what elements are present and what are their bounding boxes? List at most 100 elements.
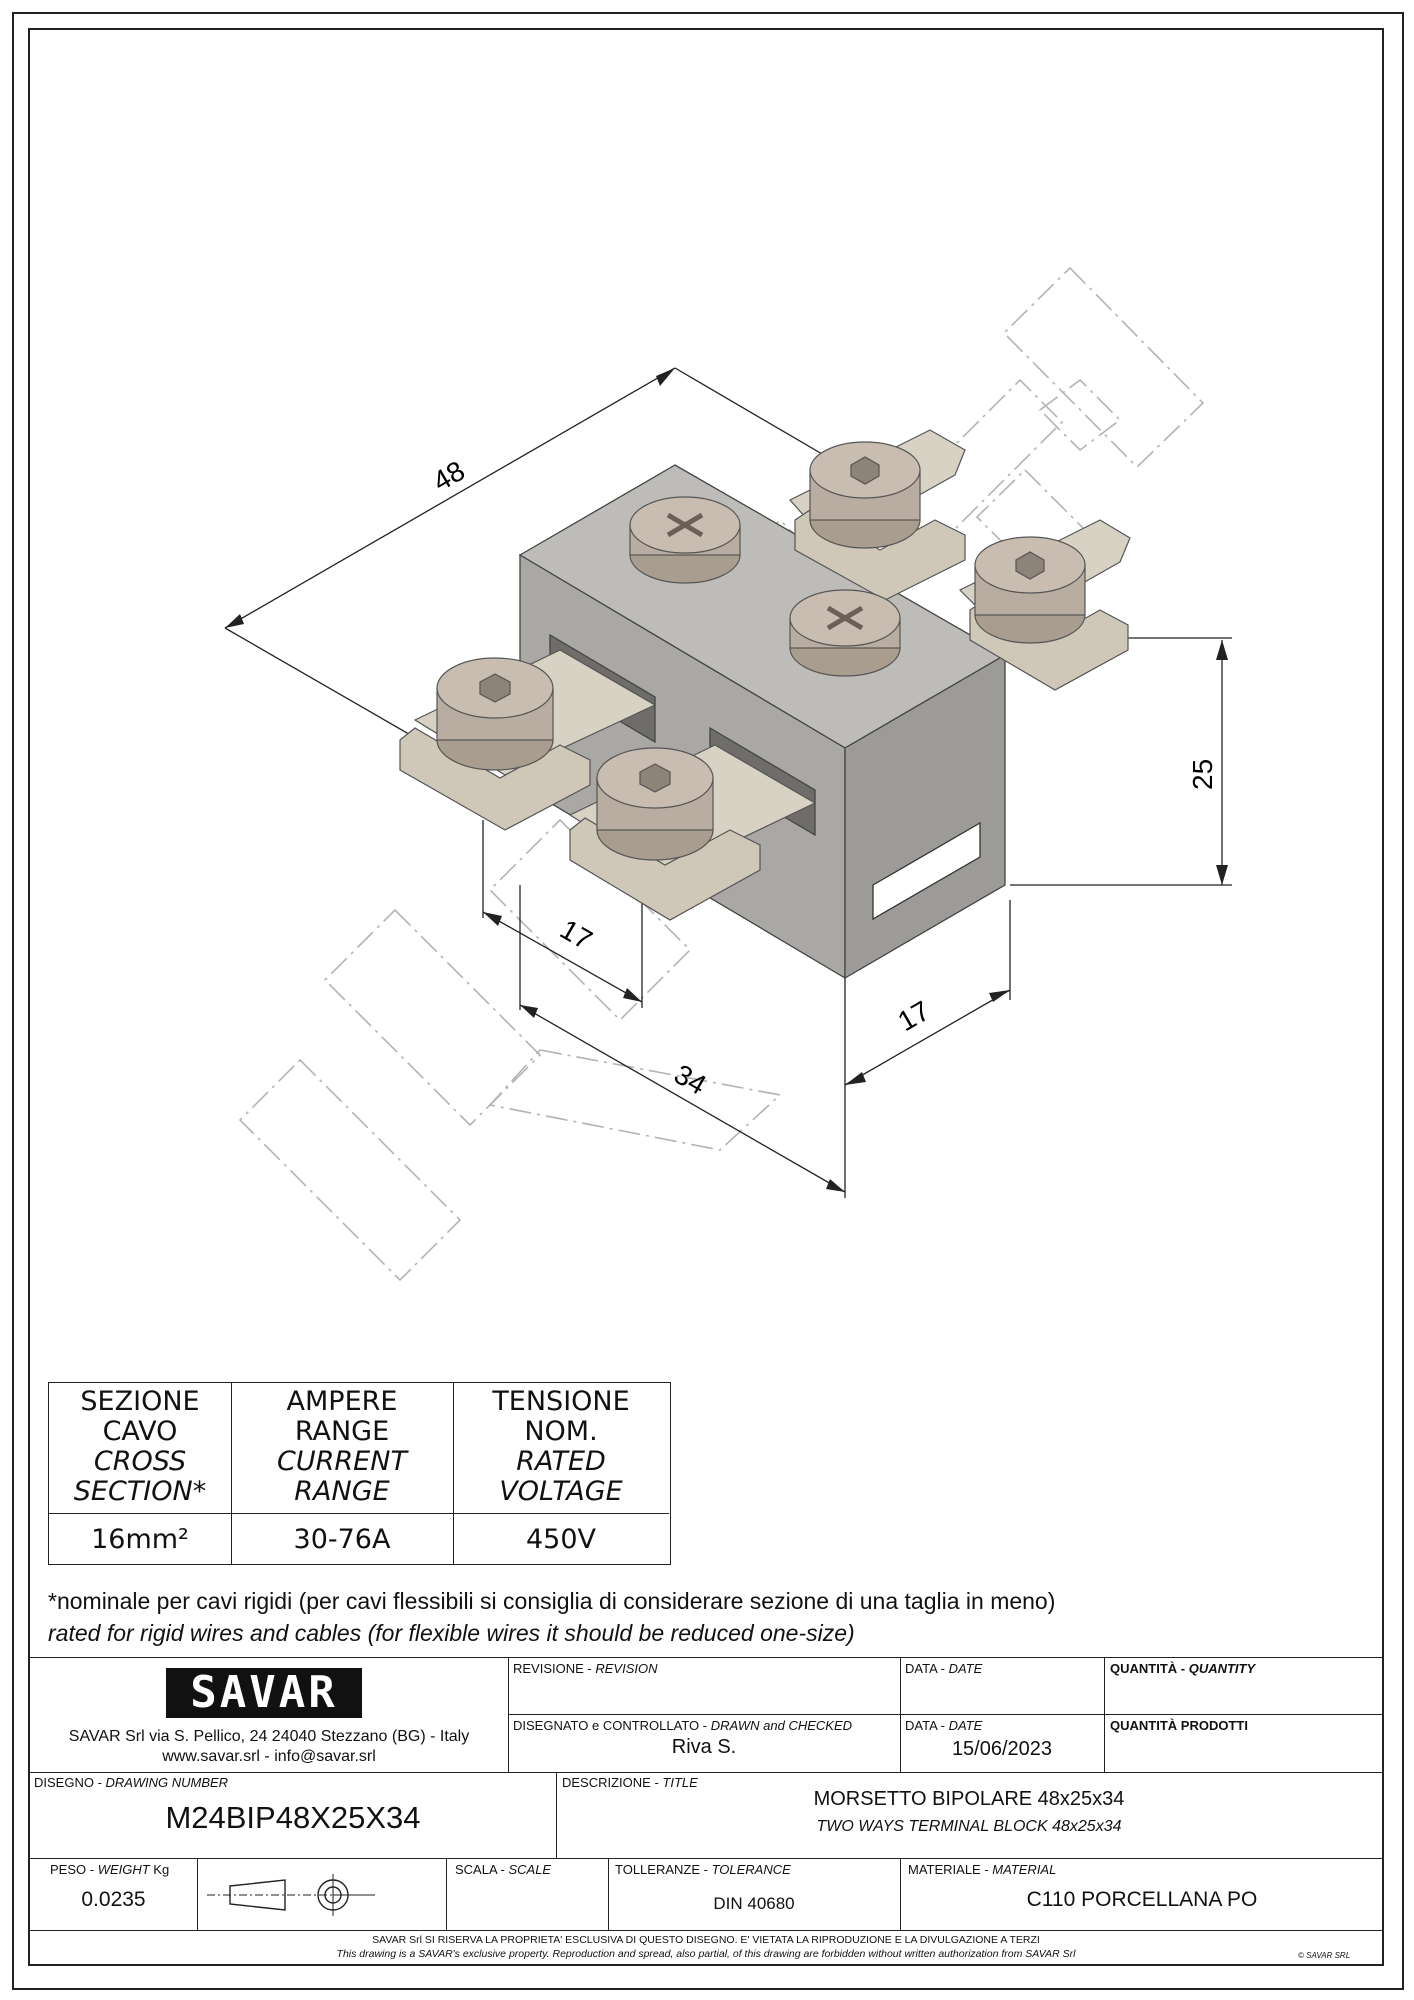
- tb-rule: [1104, 1657, 1105, 1772]
- dim-25-label: 25: [1187, 759, 1218, 790]
- material-label: MATERIALE - MATERIAL: [908, 1862, 1056, 1877]
- inner-border: [28, 28, 1384, 1966]
- material-value: C110 PORCELLANA PO: [1026, 1888, 1258, 1911]
- label-en: REVISION: [595, 1661, 658, 1676]
- spec-divider: [49, 1513, 669, 1514]
- title-italian: MORSETTO BIPOLARE 48x25x34: [813, 1788, 1125, 1810]
- header-text: SEZIONE: [80, 1386, 200, 1417]
- label-it: QUANTITÀ -: [1110, 1661, 1189, 1676]
- label-it: MATERIALE -: [908, 1862, 993, 1877]
- tb-rule: [900, 1858, 901, 1930]
- footer-italian: SAVAR Srl SI RISERVA LA PROPRIETA' ESCLU…: [372, 1934, 1040, 1946]
- header-cross-section: SEZIONE CAVO CROSS SECTION*: [49, 1383, 231, 1513]
- header-text: TENSIONE: [492, 1386, 630, 1417]
- tolerance-label: TOLLERANZE - TOLERANCE: [615, 1862, 791, 1877]
- savar-logo: SAVAR: [166, 1668, 362, 1718]
- note-italian: *nominale per cavi rigidi (per cavi fles…: [48, 1588, 1056, 1614]
- outer-border: [12, 12, 1404, 1990]
- header-text: VOLTAGE: [499, 1476, 623, 1507]
- label-en: DATE: [948, 1661, 983, 1676]
- tb-rule: [28, 1930, 1384, 1931]
- header-text: RANGE: [294, 1476, 390, 1507]
- label-it: REVISIONE -: [513, 1661, 596, 1676]
- label-en: DRAWING NUMBER: [105, 1775, 229, 1790]
- screw-front-left: [436, 657, 554, 771]
- label-it: DATA -: [905, 1718, 949, 1733]
- drawn-label: DISEGNATO e CONTROLLATO - DRAWN and CHEC…: [513, 1718, 852, 1733]
- hex-screws: [436, 441, 1086, 861]
- note-english: rated for rigid wires and cables (for fl…: [48, 1620, 855, 1646]
- weight-value: 0.0235: [81, 1888, 146, 1911]
- header-text: SECTION*: [73, 1476, 207, 1507]
- weight-label: PESO - WEIGHT Kg: [50, 1862, 169, 1877]
- label-en: TOLERANCE: [711, 1862, 791, 1877]
- tb-rule: [28, 1657, 1384, 1658]
- tb-rule: [28, 1772, 1384, 1773]
- drawing-number: M24BIP48X25X34: [165, 1800, 421, 1835]
- date-label: DATA - DATE: [905, 1661, 982, 1676]
- tb-rule: [28, 1858, 1384, 1859]
- drawn-by-value: Riva S.: [671, 1736, 737, 1758]
- tolerance-value: DIN 40680: [713, 1894, 795, 1913]
- label-it: DATA -: [905, 1661, 949, 1676]
- label-en: MATERIAL: [992, 1862, 1057, 1877]
- label-it: DISEGNATO e CONTROLLATO -: [513, 1718, 711, 1733]
- spec-divider: [231, 1383, 232, 1564]
- footer-english: This drawing is a SAVAR's exclusive prop…: [336, 1948, 1076, 1960]
- weight-unit: Kg: [149, 1862, 170, 1877]
- header-text: RANGE: [294, 1416, 390, 1447]
- header-text: CURRENT: [277, 1446, 407, 1477]
- header-current-range: AMPERE RANGE CURRENT RANGE: [231, 1383, 453, 1513]
- spec-divider: [453, 1383, 454, 1564]
- header-text: AMPERE: [286, 1386, 398, 1417]
- header-rated-voltage: TENSIONE NOM. RATED VOLTAGE: [453, 1383, 669, 1513]
- label-en: DRAWN and CHECKED: [710, 1718, 853, 1733]
- date-label-2: DATA - DATE: [905, 1718, 982, 1733]
- label-it: TOLLERANZE -: [615, 1862, 712, 1877]
- dimension-arrows: [225, 368, 1228, 1192]
- label-it: SCALA -: [455, 1862, 509, 1877]
- label-it: PESO -: [50, 1862, 98, 1877]
- revision-label: REVISIONE - REVISION: [513, 1661, 657, 1676]
- drawing-number-label: DISEGNO - DRAWING NUMBER: [34, 1775, 228, 1790]
- label-it: DISEGNO -: [34, 1775, 106, 1790]
- copyright: © SAVAR SRL: [1298, 1951, 1351, 1960]
- isometric-drawing: 48 25 17 34 17: [224, 266, 1232, 1282]
- label-en: TITLE: [662, 1775, 698, 1790]
- tb-rule: [556, 1772, 557, 1858]
- header-text: CROSS: [93, 1446, 187, 1477]
- screw-back-right: [974, 536, 1086, 644]
- label-en: DATE: [948, 1718, 983, 1733]
- dim-17-right-label: 17: [893, 995, 935, 1037]
- company-contacts: www.savar.srl - info@savar.srl: [162, 1748, 376, 1765]
- company-address: SAVAR Srl via S. Pellico, 24 24040 Stezz…: [68, 1728, 470, 1745]
- dim-17-top-label: 17: [555, 913, 597, 955]
- quantity-label: QUANTITÀ - QUANTITY: [1110, 1661, 1255, 1676]
- label-en: WEIGHT: [97, 1862, 150, 1877]
- value-current-range: 30-76A: [293, 1524, 391, 1555]
- screw-front-right: [596, 747, 714, 861]
- screw-back-left: [809, 441, 921, 549]
- scale-label: SCALA - SCALE: [455, 1862, 551, 1877]
- value-cross-section: 16mm²: [91, 1524, 189, 1555]
- title-label: DESCRIZIONE - TITLE: [562, 1775, 698, 1790]
- label-it: DESCRIZIONE -: [562, 1775, 663, 1790]
- tb-rule: [197, 1858, 198, 1930]
- tb-rule: [508, 1714, 1384, 1715]
- date-value: 15/06/2023: [951, 1738, 1053, 1760]
- label-en: QUANTITY: [1188, 1661, 1256, 1676]
- projection-symbol-icon: [207, 1874, 375, 1916]
- header-text: NOM.: [524, 1416, 598, 1447]
- tb-rule: [608, 1858, 609, 1930]
- header-text: RATED: [516, 1446, 606, 1477]
- header-text: CAVO: [102, 1416, 178, 1447]
- tb-rule: [508, 1657, 509, 1772]
- label-en: SCALE: [508, 1862, 552, 1877]
- screw-top-cross-1: [629, 496, 741, 584]
- tb-rule: [900, 1657, 901, 1772]
- tb-rule: [446, 1858, 447, 1930]
- title-english: TWO WAYS TERMINAL BLOCK 48x25x34: [816, 1818, 1122, 1835]
- value-rated-voltage: 450V: [525, 1524, 596, 1555]
- screw-top-cross-2: [789, 589, 901, 677]
